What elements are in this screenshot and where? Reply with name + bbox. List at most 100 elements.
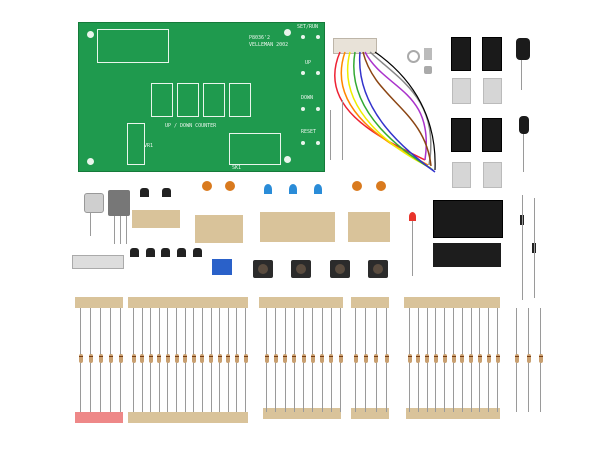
seven-segment-display	[452, 78, 471, 104]
transistor	[140, 188, 149, 197]
resistor	[264, 354, 269, 363]
resistor	[234, 354, 239, 363]
resistor	[98, 354, 103, 363]
resistor	[243, 354, 248, 363]
resistor-tape-bottom	[128, 412, 248, 423]
mounting-hole	[284, 156, 291, 163]
regulator-lead	[120, 216, 121, 244]
switch-pad	[316, 107, 320, 111]
resistor	[538, 354, 543, 363]
electrolytic-capacitor	[516, 38, 530, 60]
resistor	[183, 354, 188, 363]
resistor	[310, 354, 315, 363]
pcb-ic-footprint	[97, 29, 169, 63]
resistor-tape-bottom	[263, 408, 341, 419]
pcb-label-set-run: SET/RUN	[297, 24, 319, 30]
pcb-label-up: UP	[305, 60, 312, 66]
resistor-tape-top	[128, 297, 248, 308]
resistor	[329, 354, 334, 363]
resistor	[88, 354, 93, 363]
electrolytic-capacitor	[519, 116, 529, 134]
capacitor-lead	[521, 60, 522, 90]
resistor-tape-bottom	[406, 408, 500, 419]
pcb-label-sk1: SK1	[232, 165, 242, 171]
resistor	[374, 354, 379, 363]
dip-socket-28	[433, 200, 503, 238]
resistor	[407, 354, 412, 363]
pcb-brand: VELLEMAN 2002	[249, 42, 289, 48]
pcb-connector-footprint	[229, 133, 281, 165]
ceramic-capacitor	[376, 181, 386, 191]
ic-socket	[482, 118, 502, 152]
blue-led	[314, 184, 322, 194]
mounting-hole	[87, 158, 94, 165]
crystal-oscillator	[84, 193, 104, 213]
blue-led	[289, 184, 297, 194]
component-lead	[342, 100, 343, 160]
seven-segment-display	[483, 78, 502, 104]
pcb-display-footprint	[203, 83, 225, 117]
microcontroller-chip	[433, 243, 501, 267]
resistor	[140, 354, 145, 363]
screw	[424, 48, 432, 60]
switch-cap	[373, 264, 383, 274]
component-tape	[260, 212, 335, 242]
switch-cap	[335, 264, 345, 274]
resistor	[174, 354, 179, 363]
transistor	[146, 248, 155, 257]
pcb-code: P8036'2	[249, 35, 271, 41]
transistor	[161, 248, 170, 257]
nut	[424, 66, 432, 74]
transistor	[162, 188, 171, 197]
mounting-hole	[284, 29, 291, 36]
tactile-switch	[330, 260, 350, 278]
resistor	[301, 354, 306, 363]
switch-pad	[301, 71, 305, 75]
resistor	[477, 354, 482, 363]
resistor-tape-top	[259, 297, 343, 308]
resistor	[292, 354, 297, 363]
ceramic-capacitor	[225, 181, 235, 191]
ceramic-capacitor	[202, 181, 212, 191]
resistor	[191, 354, 196, 363]
resistor	[526, 354, 531, 363]
resistor	[78, 354, 83, 363]
resistor	[283, 354, 287, 363]
switch-pad	[301, 35, 305, 39]
resistor	[157, 354, 162, 363]
resistor	[433, 354, 438, 363]
crystal-lead	[90, 212, 91, 236]
resistor	[495, 354, 500, 363]
transistor	[193, 248, 202, 257]
tactile-switch	[253, 260, 273, 278]
seven-segment-display	[483, 162, 502, 188]
resistor-tape-top	[404, 297, 500, 308]
component-lead	[330, 110, 331, 160]
resistor	[118, 354, 123, 363]
resistor	[209, 354, 214, 363]
resistor	[442, 354, 447, 363]
blue-led	[264, 184, 272, 194]
resistor	[460, 354, 465, 363]
switch-pad	[316, 71, 320, 75]
regulator-lead	[126, 216, 127, 244]
resistor	[165, 354, 170, 363]
pcb-label-reset: RESET	[301, 129, 317, 135]
pin-header	[72, 255, 124, 269]
diode-lead	[522, 195, 523, 300]
resistor-tape-bottom	[351, 408, 389, 419]
switch-cap	[296, 264, 306, 274]
resistor	[353, 354, 358, 363]
washer	[407, 50, 420, 63]
resistor	[200, 354, 205, 363]
red-led	[409, 212, 416, 221]
ceramic-capacitor	[352, 181, 362, 191]
pcb-display-footprint	[177, 83, 199, 117]
ic-socket	[482, 37, 502, 71]
component-tape	[132, 210, 180, 228]
pcb-display-footprint	[151, 83, 173, 117]
ic-socket	[451, 37, 471, 71]
component-tape	[348, 212, 390, 242]
resistor	[273, 354, 278, 363]
resistor	[384, 354, 389, 363]
